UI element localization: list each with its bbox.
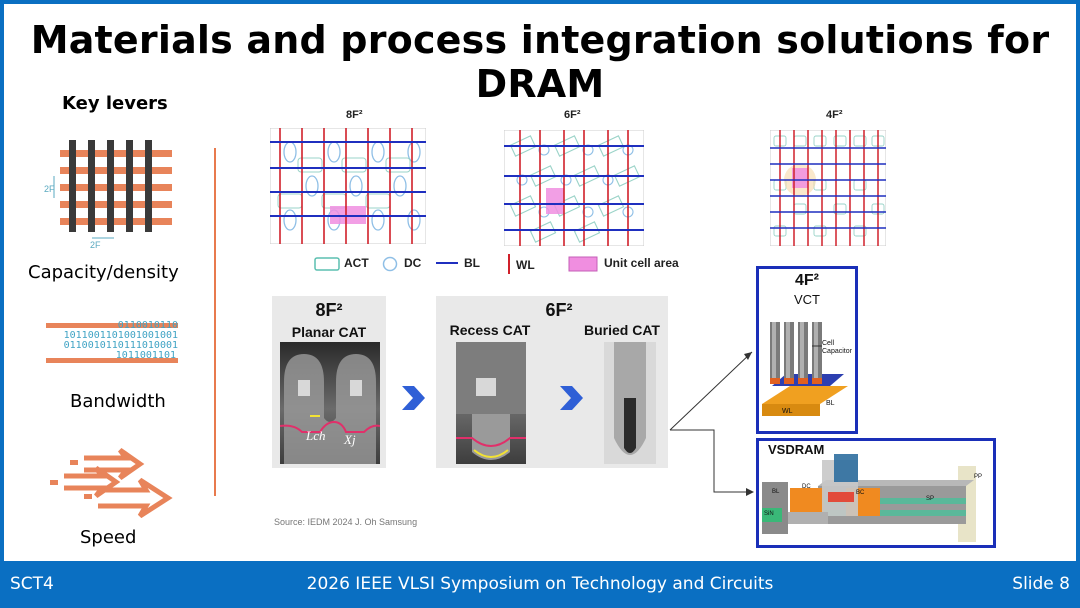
footer-bar: SCT4 2026 IEEE VLSI Symposium on Technol… (0, 561, 1080, 608)
legend-bl-swatch (436, 262, 458, 264)
grid-dim-bottom: 2F (90, 240, 101, 250)
vsdram-sp-label: SP (926, 496, 935, 502)
binary-line-1: 0110010110 (117, 320, 178, 331)
buried-cat-structure (614, 342, 646, 455)
footer-session: SCT4 (10, 574, 54, 594)
vsdram-pp-label: PP (974, 474, 983, 480)
vsdram-heading: VSDRAM (768, 442, 825, 457)
layout-4f2-label: 4F² (826, 109, 843, 121)
binary-line-4: 1011001101 (115, 350, 176, 361)
connector-arrows (669, 351, 754, 496)
vct-wl-label: WL (782, 408, 793, 415)
legend-wl-swatch (508, 254, 510, 274)
planar-cat-label: Planar CAT (291, 324, 367, 340)
layout-8f2-diagram (270, 128, 426, 244)
legend-act-label: ACT (344, 256, 369, 270)
legend-wl-label: WL (516, 258, 535, 272)
layout-6f2-diagram (504, 130, 644, 246)
buried-cat-label: Buried CAT (584, 322, 660, 338)
footer-conference: 2026 IEEE VLSI Symposium on Technology a… (306, 574, 774, 594)
speed-arrows-icon (50, 447, 173, 518)
capacity-density-label: Capacity/density (28, 262, 179, 283)
vsdram-dc-label: DC (802, 484, 811, 490)
slide-title: Materials and process integration soluti… (30, 18, 1050, 106)
xj-label: Xj (344, 432, 356, 447)
recess-cat-structure (456, 342, 526, 460)
vsdram-3d-illustration (762, 454, 976, 542)
layout-6f2-label: 6F² (564, 109, 581, 121)
vct-heading: 4F² (795, 272, 819, 289)
vsdram-bl-label: BL (772, 489, 780, 495)
vct-label: VCT (794, 292, 820, 307)
six-f2-heading: 6F² (545, 300, 573, 320)
layout-8f2-label: 8F² (346, 109, 363, 121)
speed-label: Speed (80, 527, 137, 548)
source-citation: Source: IEDM 2024 J. Oh Samsung (274, 517, 418, 527)
cell-capacitor-label: Cell Capacitor (822, 340, 852, 355)
vct-3d-illustration (762, 322, 848, 416)
binary-stream: 0110010110 1011001101001001001 011001011… (48, 321, 178, 361)
bandwidth-icon (46, 323, 178, 363)
chevron-right-icon (402, 386, 425, 410)
chevron-right-icon (560, 386, 583, 410)
planar-cat-sem-image (280, 342, 380, 464)
legend-dc-swatch (382, 256, 398, 272)
planar-cat-structure (280, 354, 380, 464)
buried-cat-sem-image (604, 342, 656, 464)
bandwidth-label: Bandwidth (70, 391, 166, 412)
binary-line-3: 0110010110111010001 (63, 340, 178, 351)
vsdram-bc-label: BC (856, 490, 865, 496)
legend-unit-swatch (568, 256, 598, 272)
planar-cat-heading: 8F² (315, 300, 343, 320)
legend-act-swatch (314, 257, 340, 271)
crossbar-grid-icon (53, 140, 172, 239)
legend-unit-label: Unit cell area (604, 256, 679, 270)
legend-bl-label: BL (464, 256, 480, 270)
legend-dc-label: DC (404, 256, 422, 270)
lch-label: Lch (306, 428, 326, 443)
vsdram-sin-label: SiN (764, 511, 774, 517)
binary-line-2: 1011001101001001001 (63, 330, 178, 341)
key-levers-heading: Key levers (62, 93, 168, 114)
recess-cat-label: Recess CAT (449, 322, 531, 338)
footer-slide-number: Slide 8 (1012, 574, 1070, 594)
recess-cat-sem-image (456, 342, 526, 464)
section-divider (214, 148, 216, 496)
layout-4f2-diagram (770, 130, 886, 246)
grid-dim-left: 2F (44, 184, 55, 194)
vct-bl-label: BL (826, 400, 835, 407)
